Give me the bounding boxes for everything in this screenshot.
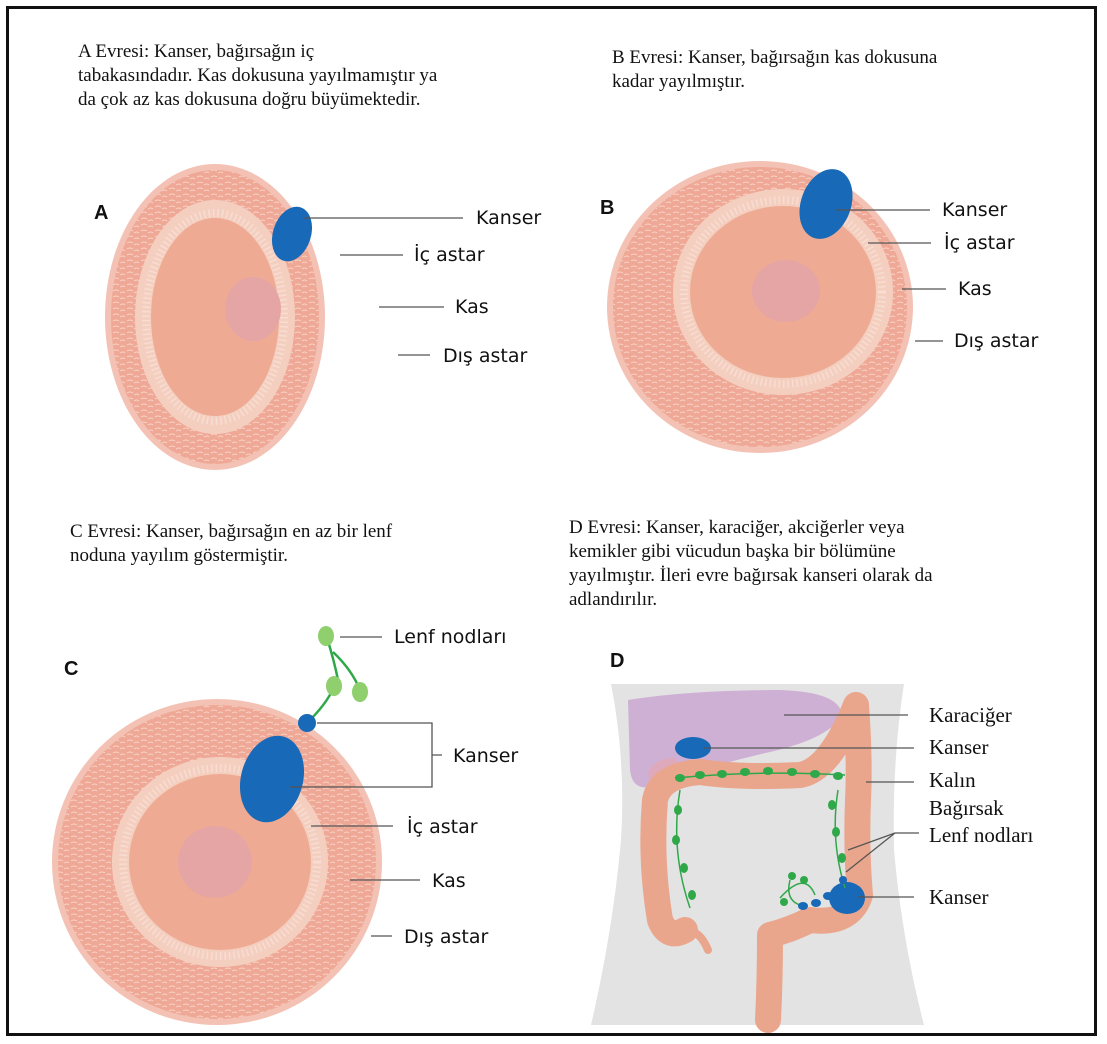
label-d-cancer2: Kanser — [929, 885, 988, 909]
label-c-cancer: Kanser — [453, 745, 518, 767]
label-a-outer: Dış astar — [443, 345, 527, 367]
label-c-muscle: Kas — [432, 870, 466, 892]
panel-a-letter: A — [94, 202, 108, 224]
panel-c-cross-section — [52, 699, 382, 1025]
label-d-colon-1: Kalın — [929, 768, 976, 792]
panel-b-cross-section — [607, 161, 913, 453]
lumen-center — [178, 826, 252, 898]
spread-node — [298, 714, 316, 732]
label-b-inner: İç astar — [944, 231, 1015, 254]
colon-tumor — [829, 882, 865, 914]
label-d-liver: Karaciğer — [929, 703, 1012, 727]
lumen-center — [225, 277, 281, 341]
label-a-inner: İç astar — [414, 243, 485, 266]
label-b-outer: Dış astar — [954, 330, 1038, 352]
panel-a-cross-section — [105, 164, 325, 470]
lymph-nodes-c — [298, 626, 368, 732]
label-a-cancer: Kanser — [476, 207, 541, 229]
lumen-center — [752, 260, 820, 322]
label-d-lymph: Lenf nodları — [929, 823, 1034, 847]
panel-b-letter: B — [600, 197, 614, 219]
label-d-cancer1: Kanser — [929, 735, 988, 759]
label-c-outer: Dış astar — [404, 926, 488, 948]
label-c-lymph: Lenf nodları — [394, 626, 506, 648]
label-b-muscle: Kas — [958, 278, 992, 300]
panel-c-letter: C — [64, 658, 78, 680]
label-a-muscle: Kas — [455, 296, 489, 318]
panel-d-letter: D — [610, 650, 624, 672]
label-c-inner: İç astar — [407, 815, 478, 838]
label-b-cancer: Kanser — [942, 199, 1007, 221]
label-d-colon-2: Bağırsak — [929, 796, 1004, 820]
